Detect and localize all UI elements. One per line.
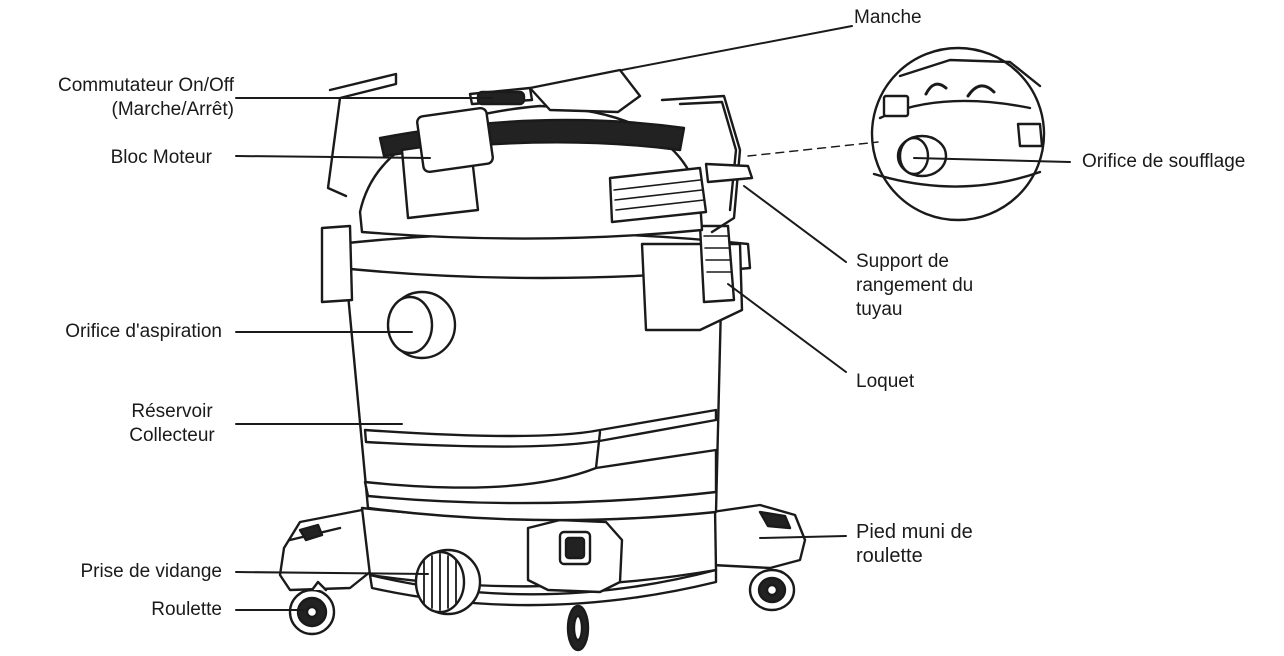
detail-connector-line	[747, 141, 879, 157]
label-hose-support: Support de rangement du tuyau	[856, 251, 974, 320]
hose-support	[640, 224, 744, 332]
label-latch: Loquet	[856, 371, 915, 392]
label-switch: Commutateur On/Off (Marche/Arrêt)	[58, 75, 234, 120]
label-caster: Roulette	[151, 599, 222, 620]
label-motor: Bloc Moteur	[110, 147, 212, 168]
caster-front-center	[566, 604, 590, 652]
label-blower-port: Orifice de soufflage	[1082, 151, 1246, 172]
caster-right	[748, 568, 796, 612]
label-drain-plug: Prise de vidange	[80, 561, 222, 582]
drain-plug	[414, 548, 482, 616]
caster-front-left	[288, 580, 336, 636]
label-foot: Pied muni de roulette	[856, 521, 973, 567]
motor-head	[326, 68, 754, 240]
label-manche: Manche	[854, 7, 922, 28]
label-intake-port: Orifice d'aspiration	[65, 321, 222, 342]
collection-tank	[343, 260, 724, 522]
label-tank: Réservoir Collecteur	[129, 401, 215, 446]
leader-lines	[235, 25, 1071, 611]
blower-detail-circle	[870, 46, 1046, 222]
intake-port	[386, 290, 457, 360]
